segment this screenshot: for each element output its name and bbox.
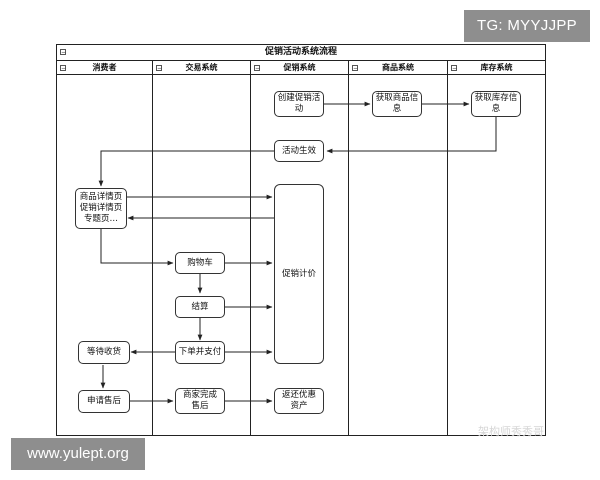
node-merchant-done[interactable]: 商家完成 售后: [175, 388, 225, 414]
lane-header-trade: 交易系统: [153, 61, 250, 75]
arrow-pages-to-cart: [100, 229, 174, 266]
collapse-icon[interactable]: −: [60, 65, 67, 72]
node-product-pages[interactable]: 商品详情页 促销详情页 专题页…: [75, 188, 127, 229]
node-checkout[interactable]: 结算: [175, 296, 225, 318]
lane-promo: 促销系统 −: [251, 61, 349, 435]
collapse-icon[interactable]: −: [254, 65, 261, 72]
lane-stock: 库存系统 −: [448, 61, 545, 435]
arrow-effective-to-pages: [98, 150, 274, 187]
collapse-icon[interactable]: −: [352, 65, 359, 72]
node-create-promo[interactable]: 创建促销活 动: [274, 91, 324, 117]
flowchart: 促销活动系统流程 − 消费者 − 交易系统 − 促销系统 − 商品系统 − 库存…: [56, 44, 546, 436]
collapse-icon[interactable]: −: [156, 65, 163, 72]
node-promo-pricing[interactable]: 促销计价: [274, 184, 324, 364]
collapse-icon[interactable]: −: [451, 65, 458, 72]
node-return-assets[interactable]: 返还优惠 资产: [274, 388, 324, 414]
diagram-title: 促销活动系统流程: [57, 45, 545, 61]
watermark: 架构师秀秀哥: [478, 425, 544, 438]
lane-header-product: 商品系统: [349, 61, 447, 75]
node-promo-effective[interactable]: 活动生效: [274, 140, 324, 162]
node-wait-receive[interactable]: 等待收货: [78, 341, 130, 364]
node-get-stock-info[interactable]: 获取库存信 息: [471, 91, 521, 117]
lane-product: 商品系统 −: [349, 61, 448, 435]
collapse-icon[interactable]: −: [60, 49, 67, 56]
lane-consumer: 消费者 −: [57, 61, 153, 435]
lane-trade: 交易系统 −: [153, 61, 251, 435]
url-badge: www.yulept.org: [11, 438, 145, 470]
tg-badge: TG: MYYJJPP: [464, 10, 590, 42]
lane-header-promo: 促销系统: [251, 61, 348, 75]
node-after-sale[interactable]: 申请售后: [78, 390, 130, 413]
node-get-product-info[interactable]: 获取商品信 息: [372, 91, 422, 117]
arrow-stock-to-effective: [326, 117, 497, 154]
lane-header-consumer: 消费者: [57, 61, 152, 75]
node-cart[interactable]: 购物车: [175, 252, 225, 274]
node-place-order[interactable]: 下单并支付: [175, 341, 225, 364]
lane-header-stock: 库存系统: [448, 61, 545, 75]
